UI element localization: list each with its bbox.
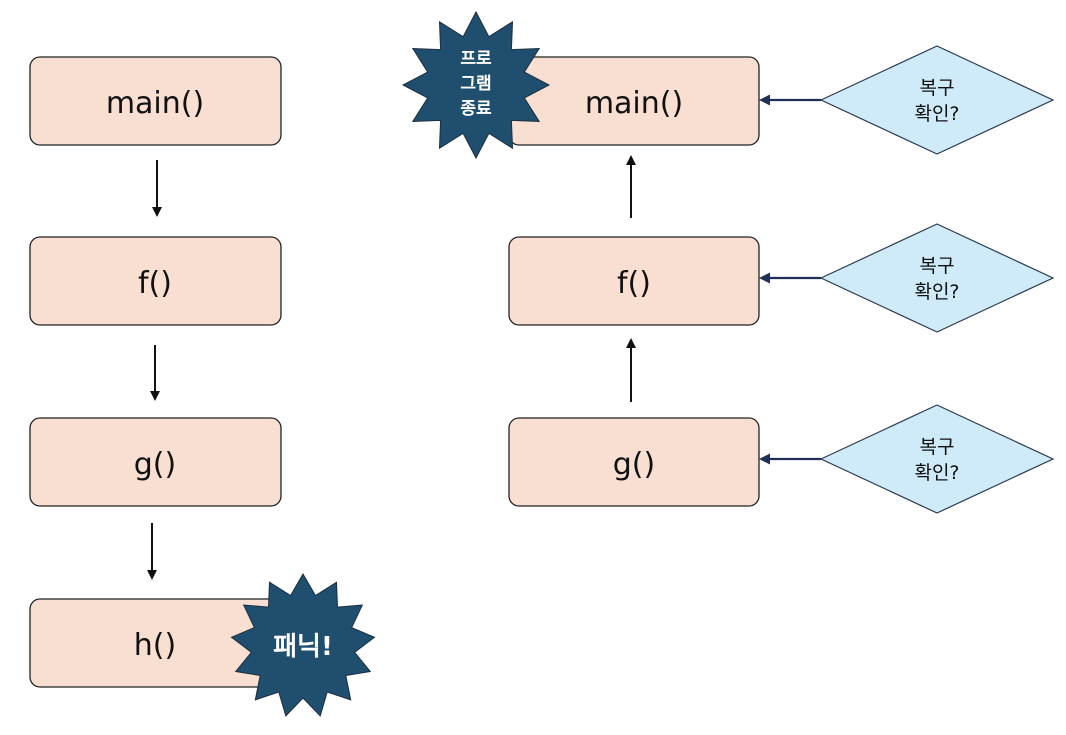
call-box-f-label: f() (138, 266, 172, 301)
unwind-box-main: main() (508, 56, 760, 146)
panic-burst: 패닉! (230, 572, 376, 717)
panic-burst-shape (230, 572, 376, 717)
terminate-burst-shape (401, 10, 551, 160)
unwind-stack-column: main() f() g() 프로 그램 종료 (401, 10, 760, 507)
recover-check-g: 복구 확인? (759, 404, 1055, 514)
recover-check-main: 복구 확인? (759, 45, 1055, 155)
terminate-label-line-1: 프로 (460, 49, 492, 69)
recover-check-g-line-1: 복구 (920, 436, 955, 458)
call-stack-column: main() f() g() h() 패닉! (29, 56, 376, 717)
call-box-f: f() (29, 236, 282, 326)
recover-check-f-line-1: 복구 (920, 255, 955, 277)
terminate-label-line-2: 그램 (460, 74, 491, 94)
recover-check-g-diamond (819, 404, 1055, 514)
call-box-main: main() (29, 56, 282, 146)
panic-label: 패닉! (273, 632, 333, 662)
recover-check-main-line-2: 확인? (914, 103, 959, 125)
recover-check-main-line-1: 복구 (920, 77, 955, 99)
unwind-box-g: g() (508, 417, 760, 507)
recover-check-f-line-2: 확인? (914, 281, 959, 303)
recover-check-main-diamond (819, 45, 1055, 155)
terminate-label-line-3: 종료 (460, 99, 492, 119)
call-box-h: h() (29, 598, 282, 688)
call-box-main-label: main() (106, 86, 204, 121)
terminate-burst: 프로 그램 종료 (401, 10, 551, 160)
unwind-box-f: f() (508, 236, 760, 326)
call-box-g: g() (29, 417, 282, 507)
call-box-g-label: g() (134, 447, 176, 482)
call-box-h-label: h() (134, 628, 176, 663)
unwind-box-g-label: g() (613, 447, 655, 482)
unwind-box-main-label: main() (585, 86, 683, 121)
recover-check-g-line-2: 확인? (914, 462, 959, 484)
recover-check-f-diamond (819, 223, 1055, 333)
unwind-box-f-label: f() (617, 266, 651, 301)
recover-check-f: 복구 확인? (759, 223, 1055, 333)
